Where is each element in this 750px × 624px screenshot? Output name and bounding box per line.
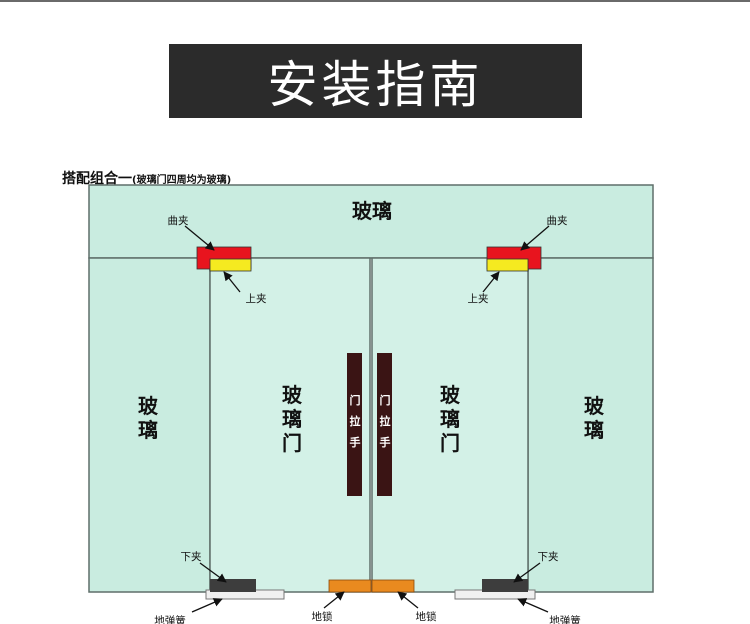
subtitle-main: 搭配组合一 bbox=[62, 171, 132, 187]
subtitle-note: (玻璃门四周均为玻璃) bbox=[132, 175, 232, 186]
label-transom-glass: 玻璃 bbox=[352, 199, 392, 223]
lower-clamp-left bbox=[210, 579, 256, 592]
arrow-upper-clamp-left bbox=[223, 271, 241, 293]
lower-clamp-right bbox=[482, 579, 528, 592]
arrow-curved-clamp-right bbox=[520, 225, 550, 251]
floor-lock-right bbox=[371, 579, 415, 593]
label-right-door-glass: 玻璃门 bbox=[440, 383, 461, 455]
door-handle-left bbox=[347, 353, 362, 496]
label-curved-clamp-left: 曲夹 bbox=[168, 214, 189, 227]
label-handle-left: 门拉手 bbox=[350, 393, 361, 449]
right-side-glass-panel bbox=[527, 257, 654, 593]
transom-glass-panel bbox=[88, 184, 654, 259]
label-floor-spring-right: 地弹簧 bbox=[549, 614, 581, 624]
label-lower-clamp-left: 下夹 bbox=[181, 550, 202, 563]
arrow-floor-spring-left bbox=[191, 598, 223, 613]
label-curved-clamp-right: 曲夹 bbox=[547, 214, 568, 227]
arrow-lower-clamp-left bbox=[199, 562, 227, 583]
arrow-floor-spring-right bbox=[517, 598, 549, 613]
arrow-lower-clamp-right bbox=[513, 562, 541, 583]
door-handle-right bbox=[377, 353, 392, 496]
arrow-upper-clamp-right bbox=[482, 271, 500, 293]
arrow-floor-lock-right bbox=[397, 591, 419, 609]
diagram-subtitle: 搭配组合一(玻璃门四周均为玻璃) bbox=[62, 168, 231, 188]
top-divider-line bbox=[0, 0, 750, 2]
label-right-side-glass: 玻璃 bbox=[584, 394, 605, 442]
upper-clamp-left bbox=[209, 258, 252, 272]
arrow-curved-clamp-left bbox=[184, 225, 215, 251]
label-left-side-glass: 玻璃 bbox=[138, 394, 159, 442]
floor-lock-left bbox=[328, 579, 372, 593]
label-upper-clamp-right: 上夹 bbox=[468, 292, 489, 305]
left-side-glass-panel bbox=[88, 257, 211, 593]
label-lower-clamp-right: 下夹 bbox=[538, 550, 559, 563]
upper-clamp-right bbox=[486, 258, 529, 272]
label-floor-spring-left: 地弹簧 bbox=[154, 614, 186, 624]
label-handle-right: 门拉手 bbox=[380, 393, 391, 449]
page-title: 安装指南 bbox=[169, 44, 582, 118]
label-floor-lock-right: 地锁 bbox=[416, 610, 437, 623]
label-upper-clamp-left: 上夹 bbox=[246, 292, 267, 305]
left-door-glass-panel bbox=[209, 257, 371, 593]
arrow-floor-lock-left bbox=[323, 591, 345, 609]
label-left-door-glass: 玻璃门 bbox=[282, 383, 303, 455]
right-door-glass-panel bbox=[371, 257, 529, 593]
label-floor-lock-left: 地锁 bbox=[312, 610, 333, 623]
